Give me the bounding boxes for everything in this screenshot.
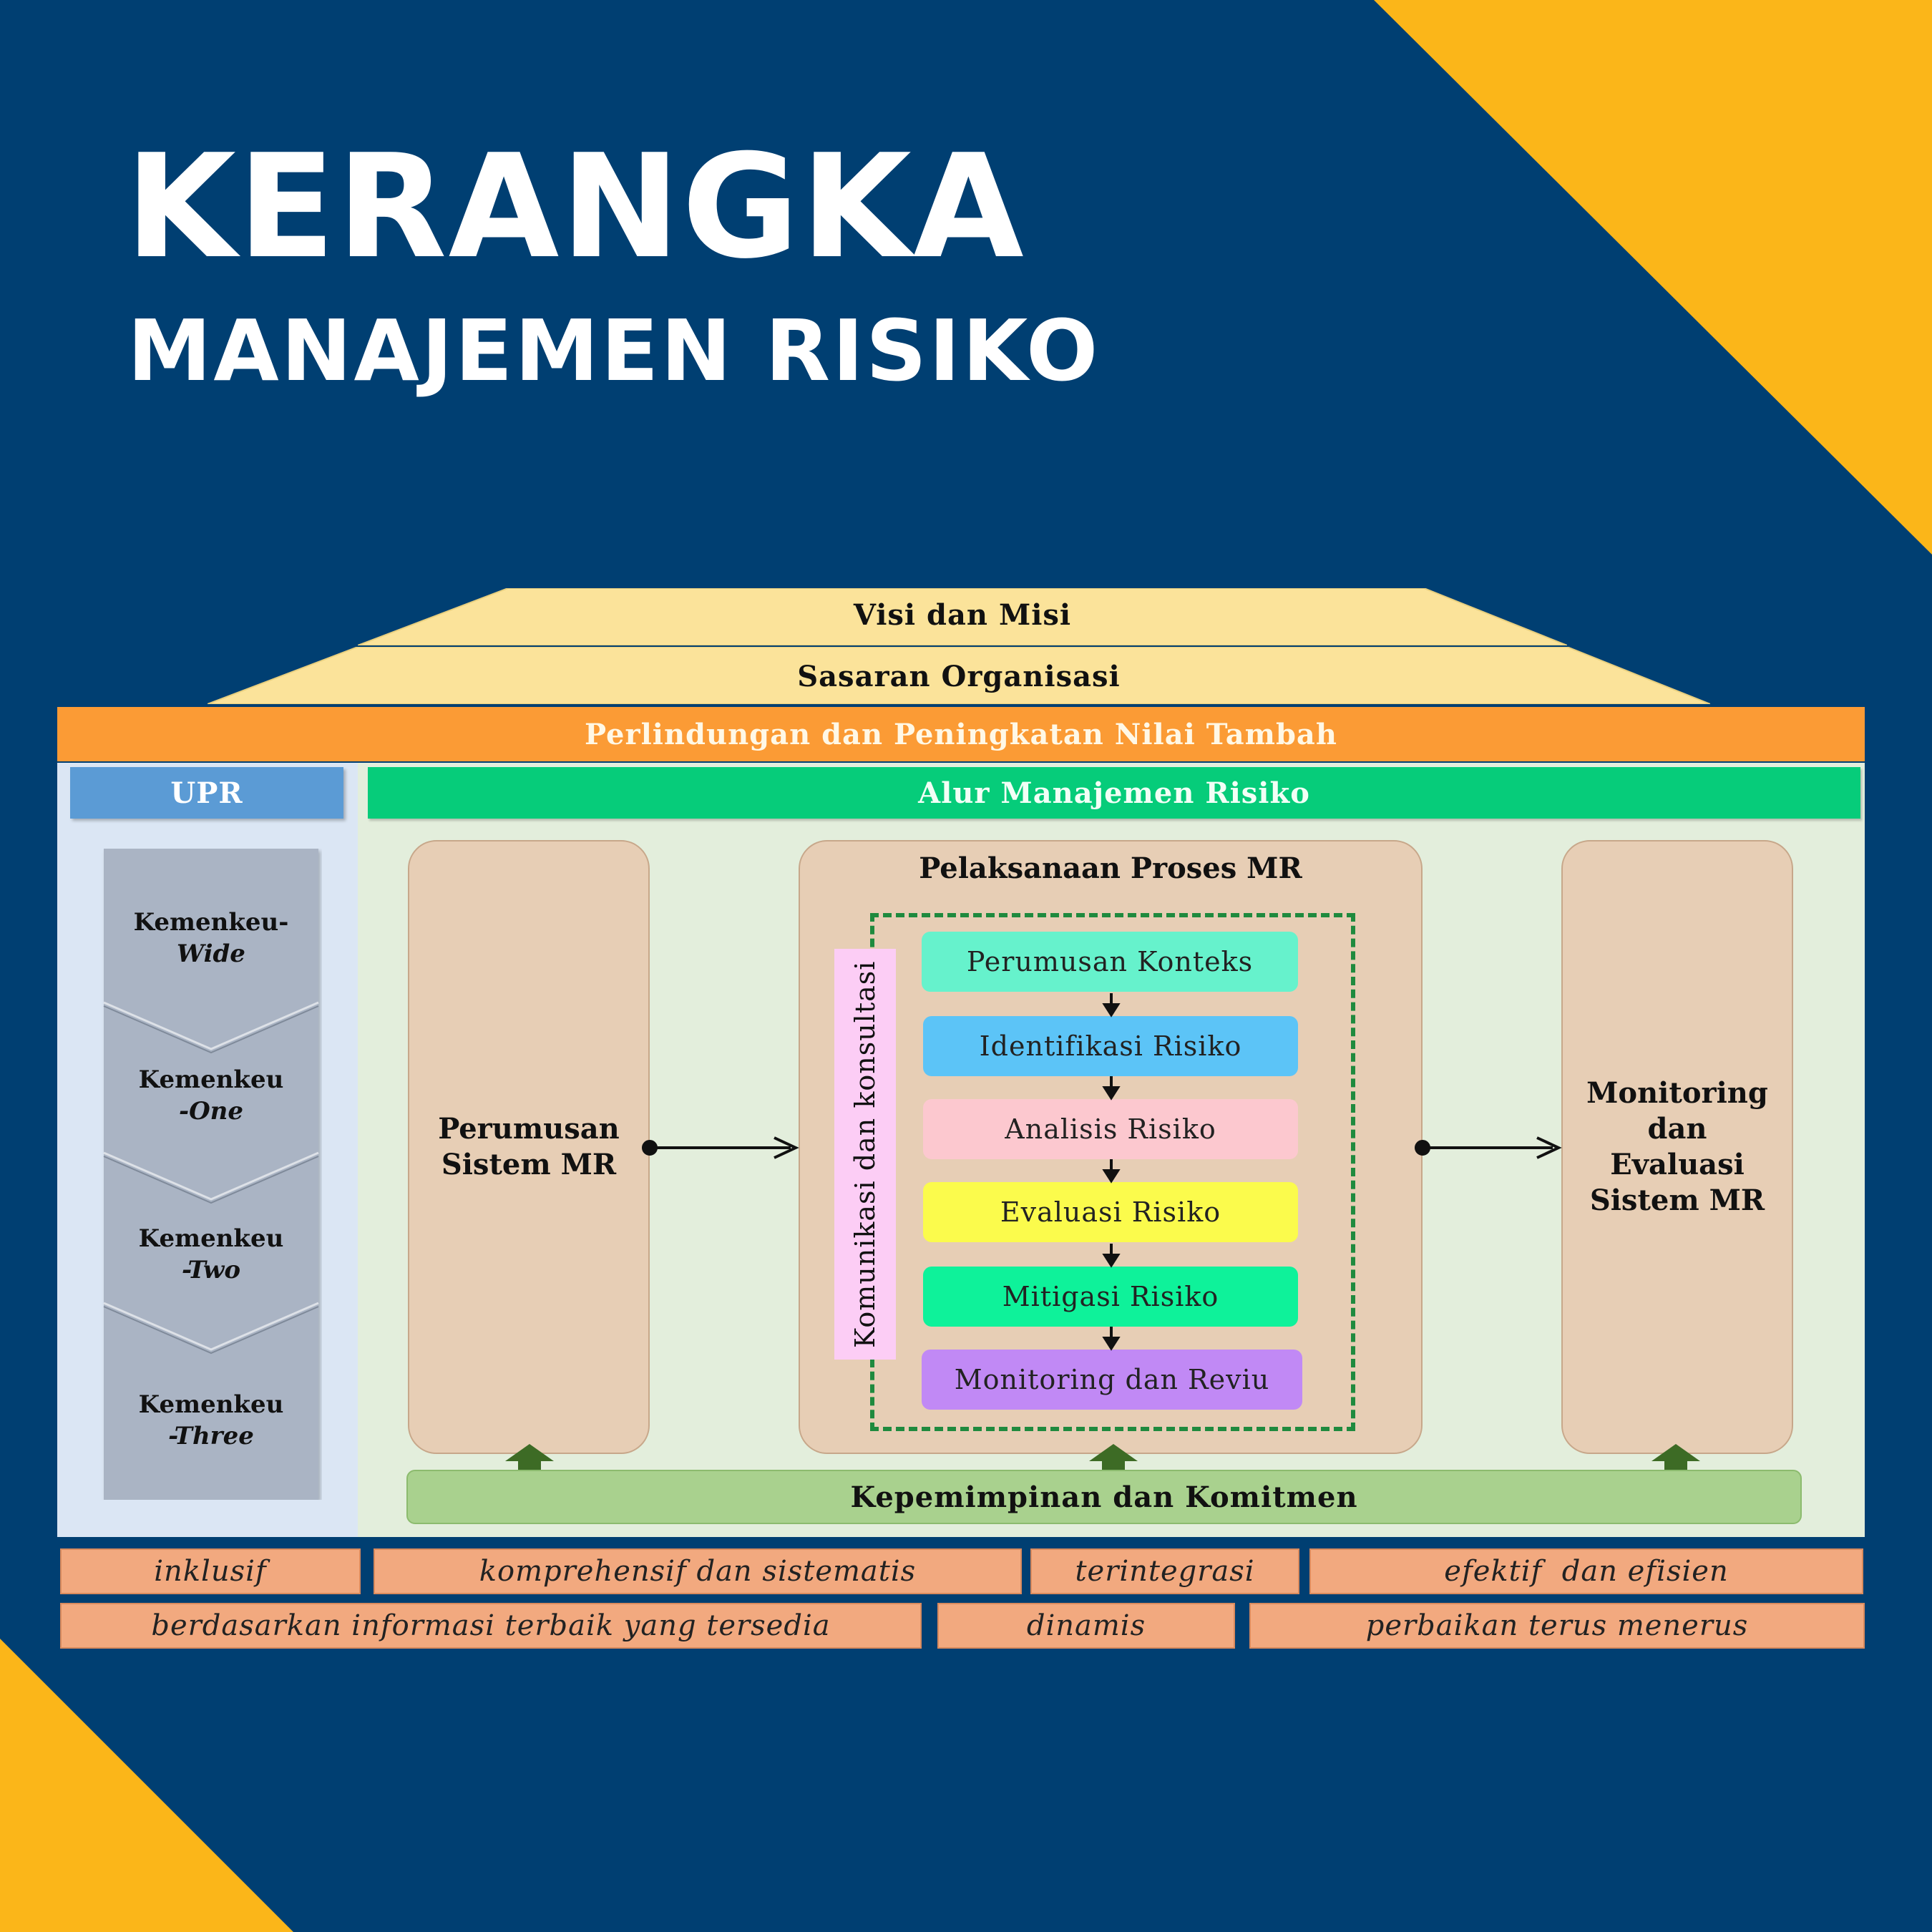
upr-level-one: Kemenkeu -One bbox=[104, 1056, 318, 1135]
principle-best-information-label: berdasarkan informasi terbaik yang terse… bbox=[151, 1609, 831, 1642]
monitoring-eval-line3: Evaluasi bbox=[1610, 1148, 1745, 1181]
step-monitoring-review: Monitoring dan Reviu bbox=[922, 1350, 1302, 1410]
upr-level-wide: Kemenkeu- Wide bbox=[104, 899, 318, 977]
upr-level-one-line2: -One bbox=[178, 1097, 244, 1126]
principle-dynamic-label: dinamis bbox=[1026, 1609, 1146, 1642]
step-monitoring-review-label: Monitoring dan Reviu bbox=[954, 1364, 1270, 1395]
flow-header: Alur Manajemen Risiko bbox=[368, 767, 1860, 819]
upr-level-two-line1: Kemenkeu bbox=[138, 1224, 284, 1253]
upr-chevron-stack bbox=[103, 849, 319, 1500]
principle-effective-efficient: efektif dan efisien bbox=[1309, 1548, 1863, 1594]
monitoring-eval-line4: Sistem MR bbox=[1589, 1184, 1765, 1217]
step-evaluation-label: Evaluasi Risiko bbox=[1000, 1196, 1221, 1228]
upr-level-one-line1: Kemenkeu bbox=[138, 1065, 284, 1094]
step-context-label: Perumusan Konteks bbox=[966, 946, 1254, 977]
step-analysis-label: Analisis Risiko bbox=[1005, 1113, 1216, 1145]
step-identification-label: Identifikasi Risiko bbox=[979, 1030, 1242, 1062]
leadership-commitment-bar: Kepemimpinan dan Komitmen bbox=[406, 1470, 1802, 1524]
upr-level-two-line2: -Two bbox=[182, 1256, 240, 1284]
principle-comprehensive: komprehensif dan sistematis bbox=[374, 1548, 1022, 1594]
upr-header-label: UPR bbox=[170, 776, 243, 810]
leadership-commitment-label: Kepemimpinan dan Komitmen bbox=[850, 1480, 1358, 1514]
formulation-box: Perumusan Sistem MR bbox=[408, 840, 650, 1454]
step-analysis: Analisis Risiko bbox=[923, 1099, 1298, 1159]
step-identification: Identifikasi Risiko bbox=[923, 1016, 1298, 1076]
roof-vision-mission: Visi dan Misi bbox=[853, 598, 1072, 632]
monitoring-eval-line2: dan bbox=[1647, 1112, 1707, 1146]
value-protection-label: Perlindungan dan Peningkatan Nilai Tamba… bbox=[585, 717, 1337, 751]
upr-level-three-line2: -Three bbox=[168, 1422, 254, 1450]
page-subtitle: MANAJEMEN RISIKO bbox=[127, 301, 1101, 400]
formulation-line2: Sistem MR bbox=[441, 1148, 617, 1181]
step-evaluation: Evaluasi Risiko bbox=[923, 1182, 1298, 1242]
principle-comprehensive-label: komprehensif dan sistematis bbox=[479, 1555, 917, 1588]
principle-inclusive-label: inklusif bbox=[154, 1555, 267, 1588]
principle-best-information: berdasarkan informasi terbaik yang terse… bbox=[60, 1603, 922, 1649]
upr-level-three-line1: Kemenkeu bbox=[138, 1390, 284, 1419]
formulation-line1: Perumusan bbox=[438, 1112, 620, 1146]
process-title: Pelaksanaan Proses MR bbox=[799, 849, 1423, 889]
top-right-yellow-triangle bbox=[1374, 0, 1932, 555]
step-mitigation: Mitigasi Risiko bbox=[923, 1267, 1298, 1327]
value-protection-bar: Perlindungan dan Peningkatan Nilai Tamba… bbox=[57, 707, 1865, 761]
principle-continuous-improvement: perbaikan terus menerus bbox=[1249, 1603, 1865, 1649]
step-mitigation-label: Mitigasi Risiko bbox=[1002, 1281, 1219, 1312]
roof-organization-goals: Sasaran Organisasi bbox=[797, 660, 1121, 693]
leadership-up-arrows bbox=[505, 1444, 1700, 1485]
principle-effective-efficient-label: efektif dan efisien bbox=[1444, 1555, 1729, 1588]
upr-header: UPR bbox=[70, 767, 343, 819]
upr-level-two: Kemenkeu -Two bbox=[104, 1215, 318, 1294]
bottom-left-yellow-triangle bbox=[0, 1639, 293, 1932]
page-title: KERANGKA bbox=[125, 124, 1025, 291]
principle-dynamic: dinamis bbox=[937, 1603, 1235, 1649]
monitoring-evaluation-box: Monitoring dan Evaluasi Sistem MR bbox=[1561, 840, 1793, 1454]
upr-level-wide-line2: Wide bbox=[177, 940, 245, 968]
principle-integrated-label: terintegrasi bbox=[1075, 1555, 1255, 1588]
upr-level-wide-line1: Kemenkeu- bbox=[133, 908, 289, 937]
principle-inclusive: inklusif bbox=[60, 1548, 361, 1594]
connector-arrows bbox=[642, 1136, 1562, 1159]
principle-integrated: terintegrasi bbox=[1030, 1548, 1299, 1594]
upr-level-three: Kemenkeu -Three bbox=[104, 1381, 318, 1460]
roof-bottom-tier: Sasaran Organisasi bbox=[208, 647, 1710, 704]
step-arrows bbox=[1102, 993, 1121, 1351]
monitoring-eval-line1: Monitoring bbox=[1586, 1076, 1768, 1110]
process-title-label: Pelaksanaan Proses MR bbox=[919, 852, 1302, 885]
step-context: Perumusan Konteks bbox=[922, 932, 1298, 992]
principle-continuous-improvement-label: perbaikan terus menerus bbox=[1365, 1609, 1749, 1642]
roof-top-tier: Visi dan Misi bbox=[358, 588, 1567, 645]
flow-header-label: Alur Manajemen Risiko bbox=[918, 776, 1310, 810]
